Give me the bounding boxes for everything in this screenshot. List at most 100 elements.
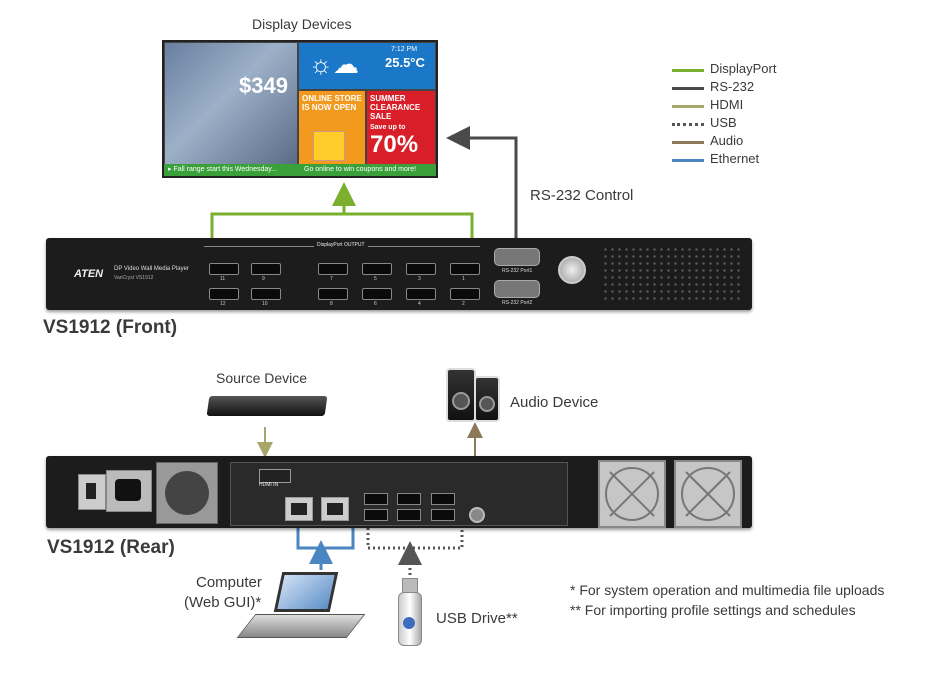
ethernet-line xyxy=(296,528,355,550)
usb-port-6[interactable] xyxy=(431,509,455,521)
dp-port-8[interactable] xyxy=(318,288,348,300)
online-store-text: ONLINE STORE IS NOW OPEN xyxy=(302,94,362,112)
rs232-control-label: RS-232 Control xyxy=(530,187,634,204)
port-number: 6 xyxy=(374,301,377,307)
summer-sale-tile: SUMMER CLEARANCE SALE Save up to 70% xyxy=(366,90,436,166)
dp-port-9[interactable] xyxy=(251,263,281,275)
usb-port-1[interactable] xyxy=(364,493,388,505)
power-button-icon[interactable] xyxy=(558,256,586,284)
dp-port-4[interactable] xyxy=(406,288,436,300)
dp-port-3[interactable] xyxy=(406,263,436,275)
model-name: VanCryst VS1912 xyxy=(114,275,154,281)
dp-port-2[interactable] xyxy=(450,288,480,300)
shopping-bag-icon xyxy=(313,131,345,161)
temperature-text: 25.5°C xyxy=(385,55,425,70)
usb-port-4[interactable] xyxy=(397,509,421,521)
displayport-line xyxy=(210,212,474,240)
percent-text: 70% xyxy=(370,131,419,158)
dp-port-7[interactable] xyxy=(318,263,348,275)
ticker-bar: ▸ Fall range start this Wednesday... Go … xyxy=(164,164,436,176)
legend-swatch xyxy=(672,141,704,144)
legend-item-rs232: RS-232 xyxy=(672,79,872,97)
dp-port-6[interactable] xyxy=(362,288,392,300)
footnote-1: * For system operation and multimedia fi… xyxy=(570,582,885,598)
dp-port-1[interactable] xyxy=(450,263,480,275)
legend-swatch xyxy=(672,87,704,90)
legend-label: USB xyxy=(710,115,737,130)
cooling-fan-icon xyxy=(598,460,666,528)
laptop-screen-icon xyxy=(273,572,339,612)
ac-power-socket-icon[interactable] xyxy=(106,470,152,512)
legend-label: Audio xyxy=(710,133,744,148)
display-devices-label: Display Devices xyxy=(252,16,352,32)
ethernet-port-2[interactable] xyxy=(321,497,349,521)
dp-port-10[interactable] xyxy=(251,288,281,300)
legend-swatch xyxy=(672,69,704,72)
ticker-left-text: ▸ Fall range start this Wednesday... xyxy=(168,166,278,173)
displayport-output-label: DisplayPort OUTPUT xyxy=(314,242,368,248)
legend-item-audio: Audio xyxy=(672,133,872,151)
speaker-icon xyxy=(446,368,476,422)
dp-port-5[interactable] xyxy=(362,263,392,275)
fashion-photo-tile: $349 xyxy=(164,42,298,166)
cooling-fan-icon xyxy=(156,462,218,524)
price-text: $349 xyxy=(239,73,288,98)
power-switch-icon[interactable] xyxy=(78,474,106,510)
source-device-label: Source Device xyxy=(216,370,308,386)
port-number: 5 xyxy=(374,276,377,282)
usb-port-3[interactable] xyxy=(397,493,421,505)
legend-label: HDMI xyxy=(710,97,744,112)
legend-swatch xyxy=(672,105,704,108)
ticker-right-text: Go online to win coupons and more! xyxy=(304,166,417,173)
hdmi-in-port[interactable] xyxy=(259,469,291,483)
legend-label: DisplayPort xyxy=(710,61,777,76)
rs232-line xyxy=(446,126,518,240)
usb-drive-label: USB Drive** xyxy=(436,610,518,627)
port-number: 9 xyxy=(262,276,265,282)
dp-port-12[interactable] xyxy=(209,288,239,300)
hdmi-in-label: HDMI IN xyxy=(259,482,279,488)
rs232-port-1[interactable] xyxy=(494,248,540,266)
legend-item-usb: USB xyxy=(672,115,872,133)
rs232-port2-label: RS-232 Port2 xyxy=(502,300,533,306)
computer-label: Computer xyxy=(196,574,262,591)
io-module: HDMI IN xyxy=(230,462,568,526)
vent-grill xyxy=(602,246,742,302)
legend-item-hdmi: HDMI xyxy=(672,97,872,115)
cooling-fan-icon xyxy=(674,460,742,528)
footnote-2: ** For importing profile settings and sc… xyxy=(570,602,856,618)
legend-item-displayport: DisplayPort xyxy=(672,61,872,79)
usb-port-2[interactable] xyxy=(364,509,388,521)
dp-port-11[interactable] xyxy=(209,263,239,275)
weather-tile: ☼☁ 7:12 PM 25.5°C xyxy=(298,42,436,90)
vs1912-rear-panel: HDMI IN xyxy=(46,456,752,528)
port-number: 7 xyxy=(330,276,333,282)
legend-item-ethernet: Ethernet xyxy=(672,151,872,169)
online-store-tile: ONLINE STORE IS NOW OPEN xyxy=(298,90,366,166)
computer-web-gui-label: (Web GUI)* xyxy=(184,594,262,611)
legend-label: RS-232 xyxy=(710,79,755,94)
rear-title: VS1912 (Rear) xyxy=(47,537,175,558)
laptop-keyboard-icon xyxy=(236,614,366,638)
sun-cloud-icon: ☼☁ xyxy=(309,49,359,79)
rs232-port1-label: RS-232 Port1 xyxy=(502,268,533,274)
summer-sale-text: SUMMER CLEARANCE SALE xyxy=(370,94,421,121)
legend-swatch xyxy=(672,159,704,162)
legend-label: Ethernet xyxy=(710,151,760,166)
usb-line xyxy=(366,528,464,550)
port-number: 8 xyxy=(330,301,333,307)
vs1912-front-panel: ATEN DP Video Wall Media Player VanCryst… xyxy=(46,238,752,310)
time-text: 7:12 PM xyxy=(391,46,418,53)
product-name: DP Video Wall Media Player xyxy=(114,266,189,272)
port-number: 3 xyxy=(418,276,421,282)
blu-ray-player-icon xyxy=(206,396,328,416)
ethernet-port-1[interactable] xyxy=(285,497,313,521)
usb-port-5[interactable] xyxy=(431,493,455,505)
port-number: 11 xyxy=(220,276,226,282)
port-number: 2 xyxy=(462,301,465,307)
speaker-icon xyxy=(474,376,500,422)
rs232-port-2[interactable] xyxy=(494,280,540,298)
audio-device-label: Audio Device xyxy=(510,394,599,411)
port-number: 1 xyxy=(462,276,465,282)
audio-out-jack[interactable] xyxy=(469,507,485,523)
